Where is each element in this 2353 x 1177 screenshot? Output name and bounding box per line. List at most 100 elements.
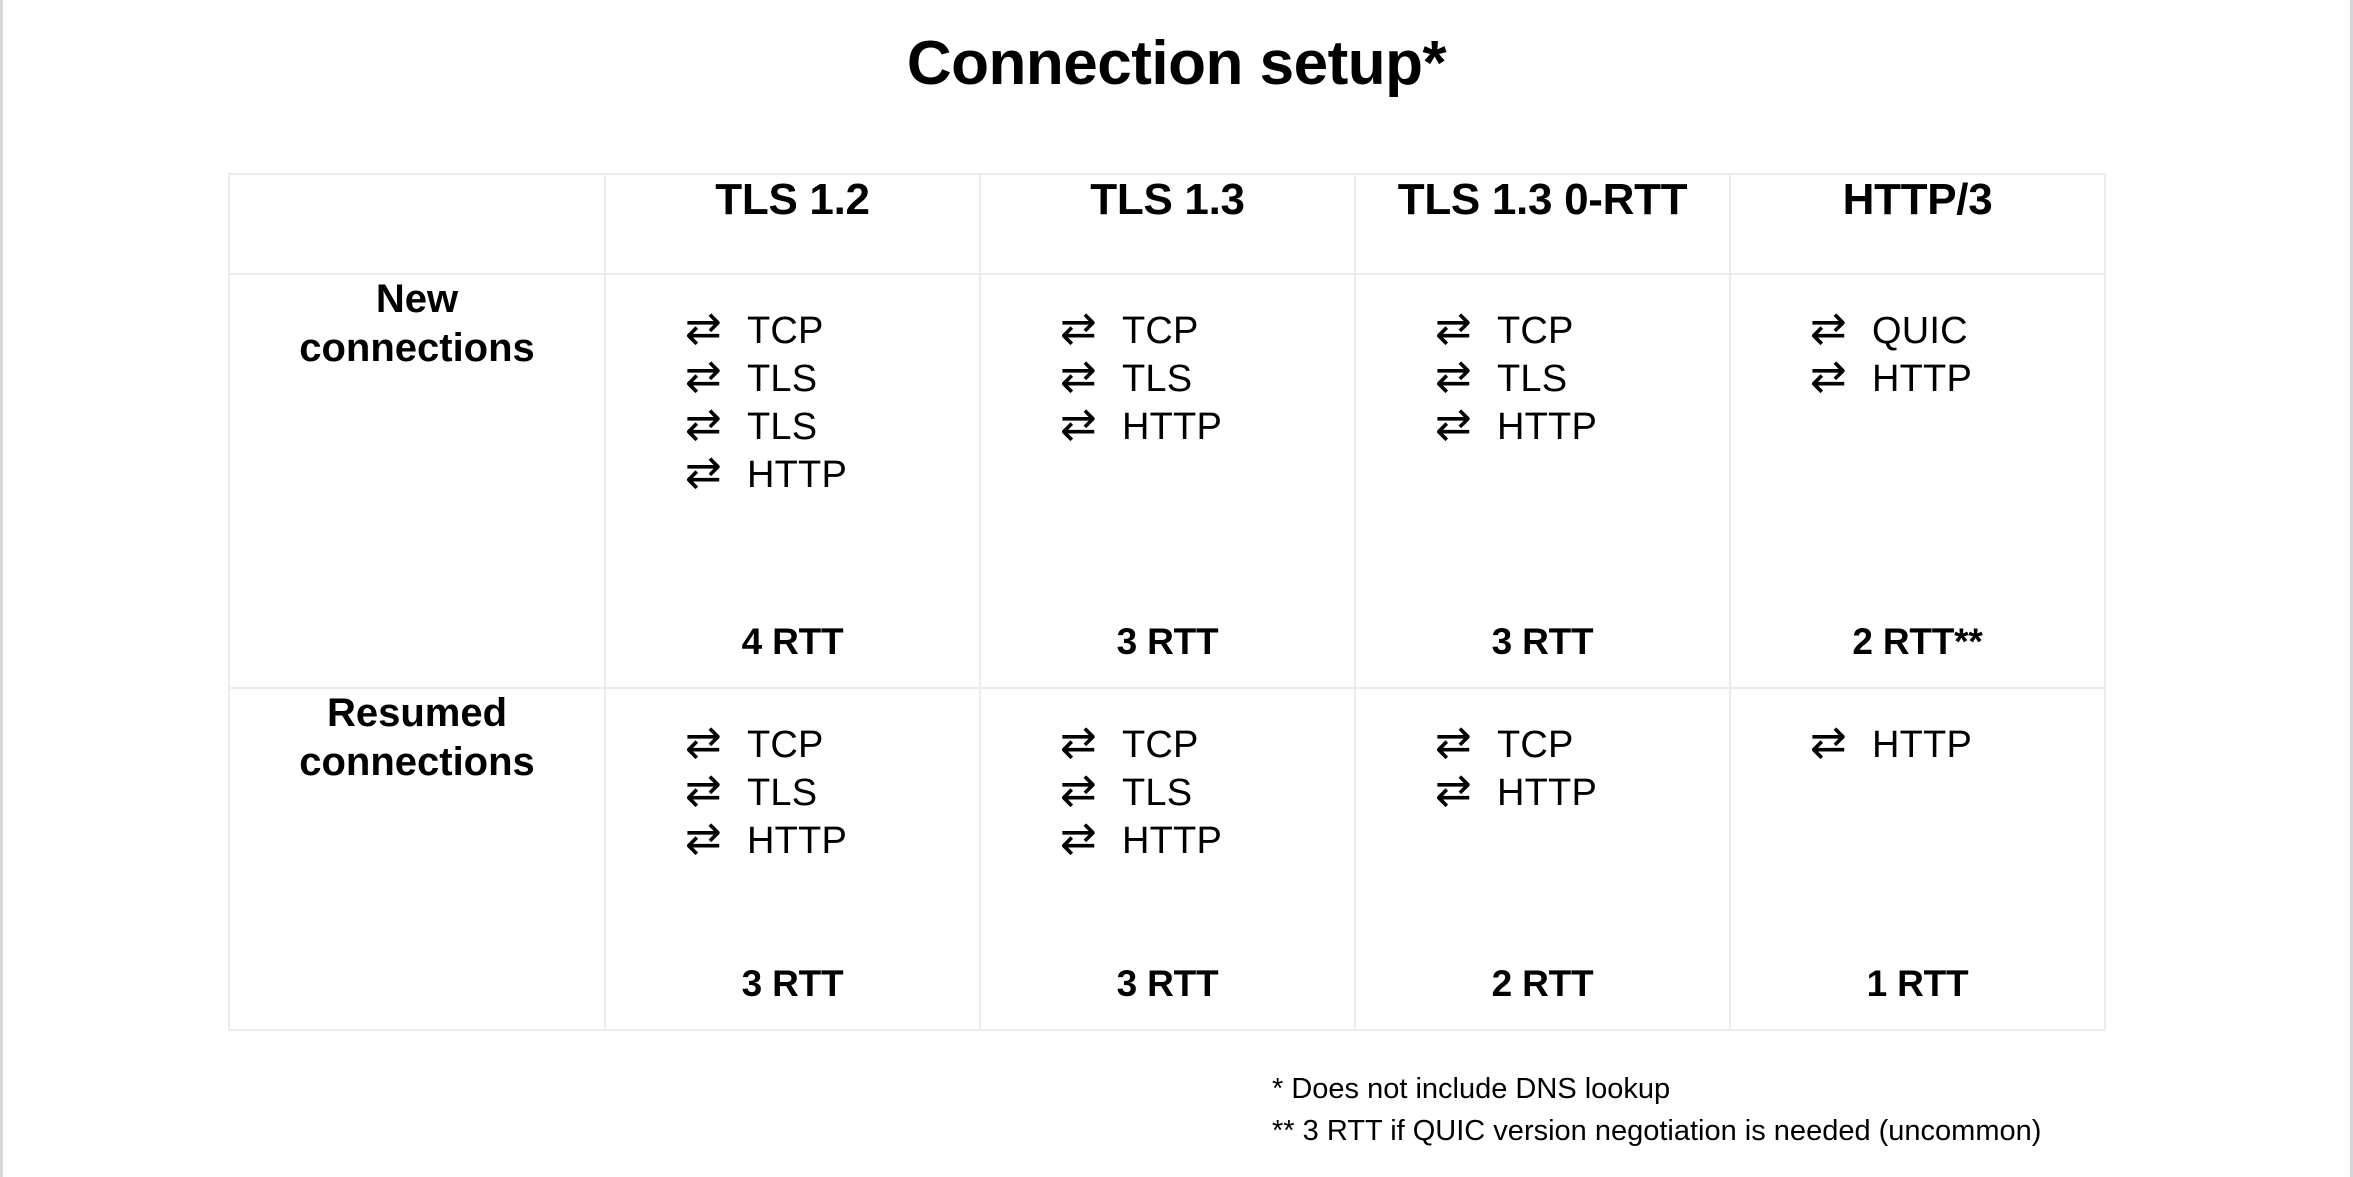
bidirectional-arrow-icon: ⇄ — [1435, 302, 1472, 354]
step-list: ⇄ TCP ⇄ TLS ⇄ HTTP — [1356, 275, 1729, 446]
step-label: TLS — [747, 357, 818, 400]
step-item: ⇄ HTTP — [1060, 402, 1275, 448]
step-item: ⇄ HTTP — [1810, 354, 2025, 400]
bidirectional-arrow-icon: ⇄ — [1060, 716, 1097, 768]
step-label: TCP — [1122, 723, 1199, 766]
step-item: ⇄ TLS — [685, 768, 900, 814]
step-item: ⇄ HTTP — [1435, 768, 1650, 814]
bidirectional-arrow-icon: ⇄ — [685, 398, 722, 450]
bidirectional-arrow-icon: ⇄ — [685, 446, 722, 498]
bidirectional-arrow-icon: ⇄ — [685, 716, 722, 768]
row-label-new-connections: New connections — [228, 273, 606, 689]
bidirectional-arrow-icon: ⇄ — [1435, 716, 1472, 768]
cell-new-tls13-0rtt: ⇄ TCP ⇄ TLS ⇄ HTTP 3 RTT — [1354, 273, 1731, 689]
step-list: ⇄ TCP ⇄ TLS ⇄ TLS ⇄ HTTP — [606, 275, 979, 494]
bidirectional-arrow-icon: ⇄ — [685, 302, 722, 354]
step-label: HTTP — [747, 819, 848, 862]
column-header-tls12: TLS 1.2 — [604, 173, 981, 275]
step-label: HTTP — [747, 453, 848, 496]
step-item: ⇄ TLS — [685, 402, 900, 448]
row-label-resumed-connections: Resumed connections — [228, 687, 606, 1031]
step-label: TLS — [1122, 357, 1193, 400]
footnote-quic: ** 3 RTT if QUIC version negotiation is … — [1272, 1115, 2042, 1148]
rtt-total: 2 RTT — [1491, 963, 1594, 1004]
step-label: TLS — [747, 405, 818, 448]
step-label: TCP — [747, 723, 824, 766]
step-item: ⇄ TCP — [685, 306, 900, 352]
step-label: TLS — [1122, 771, 1193, 814]
table-corner-cell — [228, 173, 606, 275]
step-item: ⇄ TLS — [1060, 354, 1275, 400]
bidirectional-arrow-icon: ⇄ — [685, 350, 722, 402]
step-label: HTTP — [1497, 771, 1598, 814]
rtt-total: 3 RTT — [1116, 621, 1219, 662]
step-item: ⇄ HTTP — [1810, 720, 2025, 766]
page-title: Connection setup* — [906, 29, 1447, 98]
step-label: TLS — [747, 771, 818, 814]
step-label: HTTP — [1122, 405, 1223, 448]
step-label: TLS — [1497, 357, 1568, 400]
step-label: TCP — [1122, 309, 1199, 352]
rtt-total: 1 RTT — [1866, 963, 1969, 1004]
rtt-total: 4 RTT — [741, 621, 844, 662]
column-header-tls13: TLS 1.3 — [979, 173, 1356, 275]
step-label: HTTP — [1497, 405, 1598, 448]
step-item: ⇄ TCP — [1060, 720, 1275, 766]
step-label: HTTP — [1872, 723, 1973, 766]
step-item: ⇄ TLS — [685, 354, 900, 400]
bidirectional-arrow-icon: ⇄ — [1060, 302, 1097, 354]
step-label: TCP — [1497, 723, 1574, 766]
footnote-dns: * Does not include DNS lookup — [1272, 1073, 1671, 1105]
step-item: ⇄ QUIC — [1810, 306, 2025, 352]
connection-setup-table: TLS 1.2 TLS 1.3 TLS 1.3 0-RTT HTTP/3 New… — [228, 173, 2106, 1031]
step-list: ⇄ QUIC ⇄ HTTP — [1731, 275, 2104, 398]
step-label: HTTP — [1872, 357, 1973, 400]
slide-right-edge — [2350, 0, 2353, 1177]
bidirectional-arrow-icon: ⇄ — [1435, 764, 1472, 816]
rtt-total: 2 RTT** — [1852, 621, 1983, 662]
bidirectional-arrow-icon: ⇄ — [685, 764, 722, 816]
step-label: HTTP — [1122, 819, 1223, 862]
cell-resumed-tls12: ⇄ TCP ⇄ TLS ⇄ HTTP 3 RTT — [604, 687, 981, 1031]
column-header-http3: HTTP/3 — [1729, 173, 2106, 275]
table-header-row: TLS 1.2 TLS 1.3 TLS 1.3 0-RTT HTTP/3 — [228, 173, 2106, 275]
bidirectional-arrow-icon: ⇄ — [1060, 812, 1097, 864]
step-list: ⇄ TCP ⇄ TLS ⇄ HTTP — [981, 689, 1354, 860]
rtt-total: 3 RTT — [741, 963, 844, 1004]
bidirectional-arrow-icon: ⇄ — [1435, 350, 1472, 402]
step-item: ⇄ HTTP — [1435, 402, 1650, 448]
step-list: ⇄ HTTP — [1731, 689, 2104, 764]
table-row-resumed-connections: Resumed connections ⇄ TCP ⇄ TLS ⇄ — [228, 687, 2106, 1031]
cell-resumed-tls13-0rtt: ⇄ TCP ⇄ HTTP 2 RTT — [1354, 687, 1731, 1031]
bidirectional-arrow-icon: ⇄ — [1060, 764, 1097, 816]
table-row-new-connections: New connections ⇄ TCP ⇄ TLS ⇄ — [228, 273, 2106, 689]
bidirectional-arrow-icon: ⇄ — [1810, 302, 1847, 354]
step-item: ⇄ HTTP — [1060, 816, 1275, 862]
step-label: QUIC — [1872, 309, 1968, 352]
footnotes: * Does not include DNS lookup ** 3 RTT i… — [1272, 1068, 2041, 1153]
cell-new-tls13: ⇄ TCP ⇄ TLS ⇄ HTTP 3 RTT — [979, 273, 1356, 689]
step-item: ⇄ HTTP — [685, 816, 900, 862]
bidirectional-arrow-icon: ⇄ — [1810, 350, 1847, 402]
step-item: ⇄ TCP — [685, 720, 900, 766]
cell-resumed-tls13: ⇄ TCP ⇄ TLS ⇄ HTTP 3 RTT — [979, 687, 1356, 1031]
slide-left-edge — [0, 0, 3, 1177]
bidirectional-arrow-icon: ⇄ — [1435, 398, 1472, 450]
step-item: ⇄ TCP — [1435, 720, 1650, 766]
cell-new-http3: ⇄ QUIC ⇄ HTTP 2 RTT** — [1729, 273, 2106, 689]
step-list: ⇄ TCP ⇄ TLS ⇄ HTTP — [981, 275, 1354, 446]
bidirectional-arrow-icon: ⇄ — [685, 812, 722, 864]
cell-new-tls12: ⇄ TCP ⇄ TLS ⇄ TLS ⇄ HTTP — [604, 273, 981, 689]
step-item: ⇄ TLS — [1060, 768, 1275, 814]
column-header-tls13-0rtt: TLS 1.3 0-RTT — [1354, 173, 1731, 275]
step-label: TCP — [1497, 309, 1574, 352]
cell-resumed-http3: ⇄ HTTP 1 RTT — [1729, 687, 2106, 1031]
step-item: ⇄ TCP — [1435, 306, 1650, 352]
step-item: ⇄ TLS — [1435, 354, 1650, 400]
step-list: ⇄ TCP ⇄ HTTP — [1356, 689, 1729, 812]
step-label: TCP — [747, 309, 824, 352]
step-item: ⇄ HTTP — [685, 450, 900, 496]
rtt-total: 3 RTT — [1116, 963, 1219, 1004]
bidirectional-arrow-icon: ⇄ — [1810, 716, 1847, 768]
